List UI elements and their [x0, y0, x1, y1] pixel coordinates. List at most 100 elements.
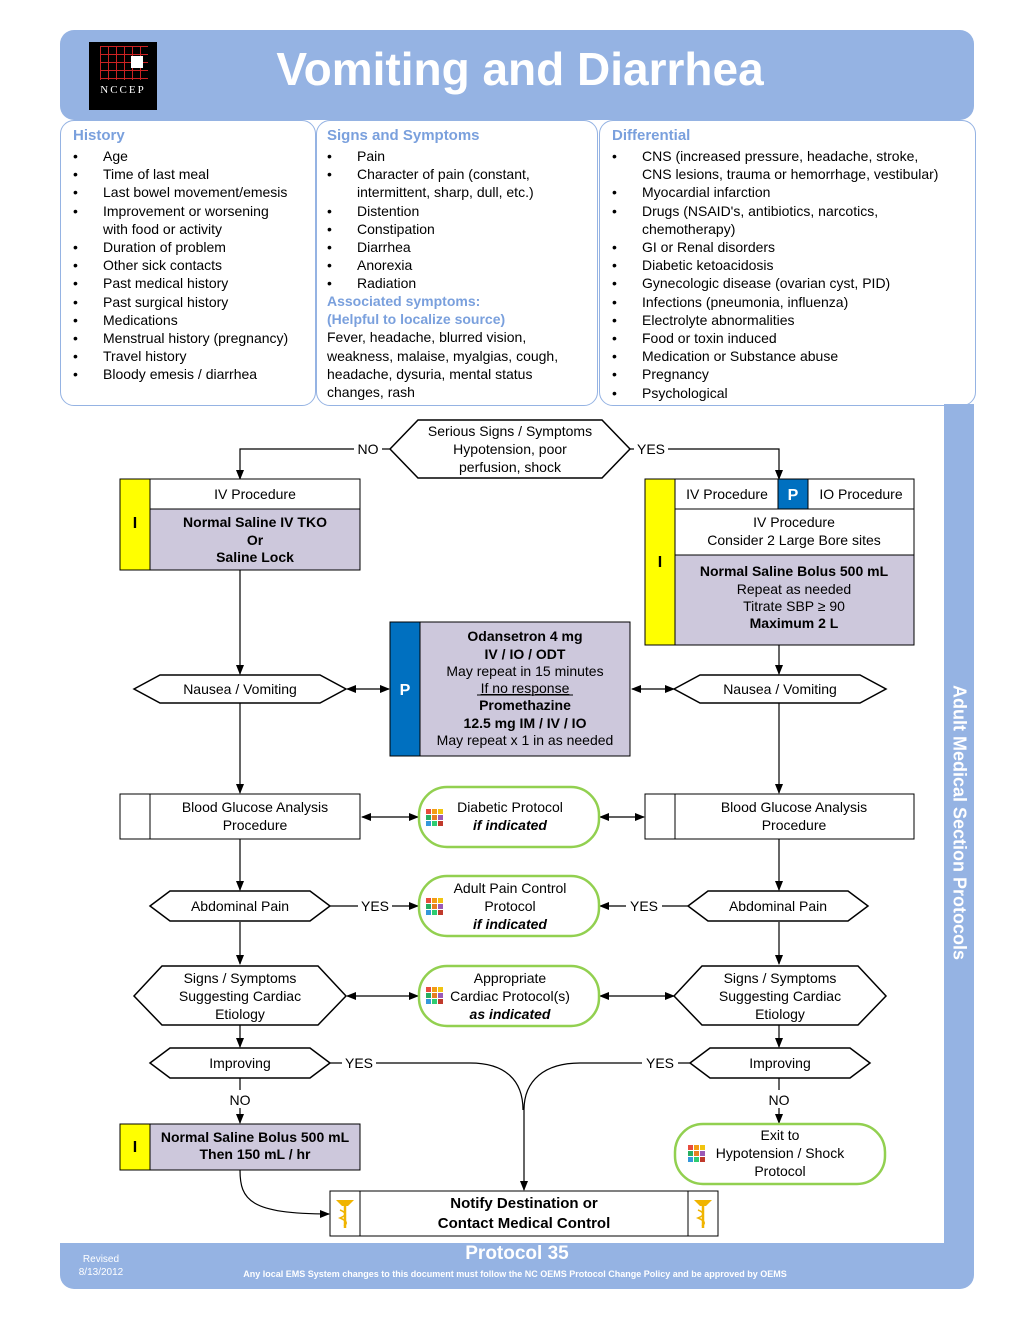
- level-p-badge: [777, 478, 809, 510]
- section-sidebar: [944, 404, 974, 1244]
- no-label-bg: [354, 441, 382, 457]
- pain-line-2: Protocol: [484, 898, 535, 914]
- right-bolus-box: [674, 554, 915, 646]
- level-i-bar: [119, 1123, 151, 1171]
- list-item: CNS (increased pressure, headache, strok…: [602, 147, 974, 165]
- pain-line-3: if indicated: [473, 916, 547, 932]
- yes-label: YES: [646, 1055, 674, 1071]
- protocol-grid-icon: [426, 987, 443, 1004]
- list-item-continued: CNS lesions, trauma or hemorrhage, vesti…: [602, 165, 974, 183]
- protocol-number: Protocol 35: [465, 1243, 569, 1264]
- list-item: Anorexia: [317, 256, 597, 274]
- right-bolus-line-3: Titrate SBP ≥ 90: [743, 598, 845, 614]
- pain-line-1: Adult Pain Control: [454, 880, 567, 896]
- right-iv-procedure-label: IV Procedure: [686, 486, 768, 502]
- yes-label-bg: [634, 441, 668, 457]
- list-item: Improvement or worsening: [63, 202, 313, 220]
- list-item-text: chemotherapy): [642, 220, 736, 237]
- serious-line-1: Serious Signs / Symptoms: [428, 423, 592, 439]
- level-i-label: I: [658, 554, 662, 571]
- right-iv2-line-1: IV Procedure: [753, 514, 835, 530]
- cardiac-line-2-left: Suggesting Cardiac: [179, 988, 301, 1004]
- connector: [239, 1169, 330, 1218]
- bga-line-1-right: Blood Glucose Analysis: [721, 799, 867, 815]
- list-item: Menstrual history (pregnancy): [63, 329, 313, 347]
- left-bolus2-line-1: Normal Saline Bolus 500 mL: [161, 1129, 350, 1145]
- list-item: Travel history: [63, 347, 313, 365]
- no-label: NO: [230, 1092, 251, 1108]
- list-item: Past surgical history: [63, 293, 313, 311]
- no-label: NO: [769, 1092, 790, 1108]
- list-item: Bloody emesis / diarrhea: [63, 365, 313, 383]
- list-item: Duration of problem: [63, 238, 313, 256]
- level-p-label: P: [788, 487, 799, 504]
- odan-line-2: IV / IO / ODT: [485, 646, 566, 662]
- nausea-decision-right: [672, 674, 888, 704]
- serious-signs-decision: [388, 419, 632, 479]
- history-panel: History Age Time of last meal Last bowel…: [60, 120, 316, 406]
- revised-label: Revised: [82, 1254, 120, 1265]
- list-item: Radiation: [317, 274, 597, 292]
- bga-line-2-right: Procedure: [762, 817, 827, 833]
- history-heading: History: [73, 127, 125, 144]
- cardiac-line-1-right: Signs / Symptoms: [724, 970, 837, 986]
- bga-box-left: [149, 793, 361, 840]
- differential-heading: Differential: [612, 127, 691, 144]
- footer-disclaimer: Any local EMS System changes to this doc…: [243, 1269, 787, 1279]
- connector-yes-branch: [630, 448, 783, 480]
- list-item: Distention: [317, 202, 597, 220]
- cardiac-proto-line-3: as indicated: [470, 1006, 551, 1022]
- cardiac-line-2-right: Suggesting Cardiac: [719, 988, 841, 1004]
- cardiac-proto-line-1: Appropriate: [474, 970, 547, 986]
- improving-label-right: Improving: [749, 1055, 810, 1071]
- odan-line-4: If no response: [481, 680, 570, 696]
- list-item: Medications: [63, 311, 313, 329]
- connector-no-branch: [236, 448, 390, 480]
- connector: [330, 1062, 524, 1111]
- odan-line-1: Odansetron 4 mg: [467, 628, 582, 644]
- right-bolus-line-1: Normal Saline Bolus 500 mL: [700, 563, 889, 579]
- left-saline-box: [149, 508, 361, 571]
- list-item: Diabetic ketoacidosis: [602, 256, 974, 274]
- cardiac-proto-line-2: Cardiac Protocol(s): [450, 988, 570, 1004]
- bga-line-2-left: Procedure: [223, 817, 288, 833]
- list-item: Last bowel movement/emesis: [63, 183, 313, 201]
- logo-text: NCCEP: [100, 84, 146, 96]
- abdominal-label-right: Abdominal Pain: [729, 898, 827, 914]
- list-item: Past medical history: [63, 274, 313, 292]
- yes-label: YES: [637, 441, 665, 457]
- level-i-bar: [644, 478, 676, 646]
- io-procedure-label: IO Procedure: [819, 486, 902, 502]
- list-item-text: with food or activity: [103, 220, 223, 237]
- cardiac-decision-left: [132, 965, 348, 1026]
- abdominal-decision-left: [148, 890, 332, 922]
- exit-line-3: Protocol: [754, 1163, 805, 1179]
- protocol-grid-icon: [426, 898, 443, 915]
- level-i-label: I: [133, 1139, 137, 1156]
- list-item: Electrolyte abnormalities: [602, 311, 974, 329]
- associated-heading: Associated symptoms: (Helpful to localiz…: [327, 292, 558, 401]
- list-item: Drugs (NSAID's, antibiotics, narcotics,: [602, 202, 974, 220]
- nausea-decision-left: [132, 674, 348, 704]
- cardiac-line-3-right: Etiology: [755, 1006, 805, 1022]
- right-bolus-line-2: Repeat as needed: [737, 581, 851, 597]
- exit-hypotension-protocol-link: [673, 1122, 887, 1186]
- left-bolus2-line-2: Then 150 mL / hr: [200, 1146, 312, 1162]
- list-item-text: intermittent, sharp, dull, etc.): [357, 184, 534, 201]
- signs-list: Pain Character of pain (constant, interm…: [317, 147, 597, 293]
- protocol-grid-icon: [688, 1145, 705, 1162]
- protocol-grid-icon: [426, 809, 443, 826]
- list-item-continued: intermittent, sharp, dull, etc.): [317, 183, 597, 201]
- list-item: Pain: [317, 147, 597, 165]
- left-saline-line-1: Normal Saline IV TKO: [183, 514, 327, 530]
- differential-list: CNS (increased pressure, headache, strok…: [602, 147, 974, 402]
- improving-decision-left: [148, 1047, 332, 1079]
- yes-label: YES: [630, 898, 658, 914]
- abdominal-label-left: Abdominal Pain: [191, 898, 289, 914]
- bga-level-cell-right: [644, 793, 676, 840]
- left-saline-line-3: Saline Lock: [216, 549, 294, 565]
- level-i-bar: [119, 478, 151, 571]
- left-iv-procedure-label: IV Procedure: [214, 486, 296, 502]
- odansetron-box: [419, 621, 631, 757]
